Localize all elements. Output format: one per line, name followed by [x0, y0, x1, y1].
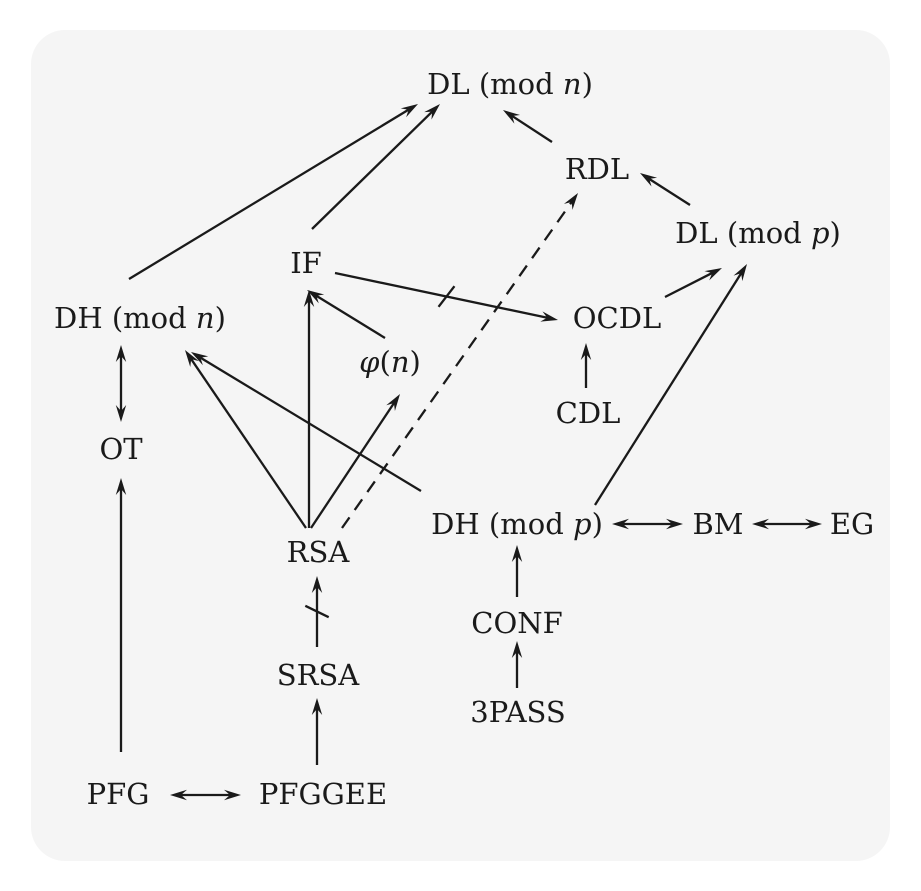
negation-tick-srsa-to-rsa: [304, 604, 330, 619]
arrowhead-pfggee-to-pfg: [170, 789, 187, 801]
arrowhead-pfg-to-ot: [115, 478, 127, 495]
nodes-layer: DL (mod n) RDL DL (mod p) IF DH (mod n) …: [54, 67, 874, 811]
arrowhead-ocdl-to-dl_p: [704, 268, 722, 281]
arrowhead-rsa-to-if: [303, 290, 315, 307]
arrowhead-rdl-to-dl_n: [503, 110, 521, 124]
arrowhead-pfg-to-pfggee: [224, 789, 241, 801]
node-eg: EG: [830, 507, 874, 541]
arrowhead-dh_n-to-dl_n: [400, 104, 418, 118]
arrowhead-dh_p-to-dl_p: [733, 264, 747, 282]
node-dl-mod-p: DL (mod p): [675, 216, 841, 250]
node-ot: OT: [99, 432, 143, 466]
arrowhead-conf-to-dh_p: [511, 545, 523, 562]
arrowhead-threepass-to-conf: [511, 641, 523, 658]
edge-dh_p-to-dl_p: [594, 270, 744, 506]
edges-layer: [115, 104, 822, 801]
node-cdl: CDL: [556, 396, 621, 430]
node-dl-mod-n: DL (mod n): [427, 67, 593, 101]
edge-phi_n-to-if: [314, 293, 386, 339]
node-phi-n: φ(n): [359, 345, 421, 379]
node-rdl: RDL: [565, 152, 629, 186]
edge-if-to-ocdl: [334, 271, 550, 320]
arrowhead-if-to-dl_n: [424, 104, 440, 120]
node-bm: BM: [692, 507, 743, 541]
edge-rsa-to-rdl: [341, 199, 574, 529]
node-srsa: SRSA: [277, 658, 361, 692]
arrowhead-eg-to-bm: [752, 518, 769, 530]
arrowhead-bm-to-dh_p: [612, 518, 629, 530]
node-dh-mod-n: DH (mod n): [54, 301, 226, 335]
arrowhead-cdl-to-ocdl: [580, 343, 592, 360]
edge-rsa-to-phi_n: [310, 400, 396, 529]
arrowhead-dh_p-to-dh_n: [191, 352, 209, 366]
edge-dl_p-to-rdl: [646, 176, 691, 206]
edge-dh_n-to-dl_n: [128, 107, 411, 280]
node-pfggee: PFGGEE: [259, 777, 387, 811]
arrowhead-pfggee-to-srsa: [311, 698, 323, 715]
edge-if-to-dl_n: [311, 109, 435, 230]
arrowhead-phi_n-to-if: [307, 290, 325, 304]
arrowhead-rsa-to-phi_n: [386, 394, 400, 412]
node-pfg: PFG: [87, 777, 150, 811]
node-ocdl: OCDL: [573, 301, 661, 335]
arrowhead-dh_n-to-ot: [115, 405, 127, 422]
node-conf: CONF: [471, 606, 562, 640]
arrowhead-rsa-to-rdl: [563, 193, 578, 210]
arrowhead-dh_p-to-bm: [666, 518, 683, 530]
arrowhead-srsa-to-rsa: [311, 576, 323, 593]
node-rsa: RSA: [287, 535, 351, 569]
edge-ocdl-to-dl_p: [664, 271, 715, 299]
node-if: IF: [290, 246, 322, 280]
arrowhead-dl_p-to-rdl: [640, 173, 658, 187]
arrowhead-ot-to-dh_n: [115, 345, 127, 362]
arrowhead-if-to-ocdl: [540, 311, 558, 322]
diagram-panel: [31, 30, 890, 861]
node-dh-mod-p: DH (mod p): [431, 507, 603, 541]
edge-rdl-to-dl_n: [509, 113, 553, 143]
arrowhead-bm-to-eg: [805, 518, 822, 530]
node-3pass: 3PASS: [470, 695, 565, 729]
negation-tick-if-to-ocdl: [437, 285, 456, 308]
edge-rsa-to-dh_n: [189, 356, 307, 529]
arrowhead-rsa-to-dh_n: [185, 350, 199, 367]
